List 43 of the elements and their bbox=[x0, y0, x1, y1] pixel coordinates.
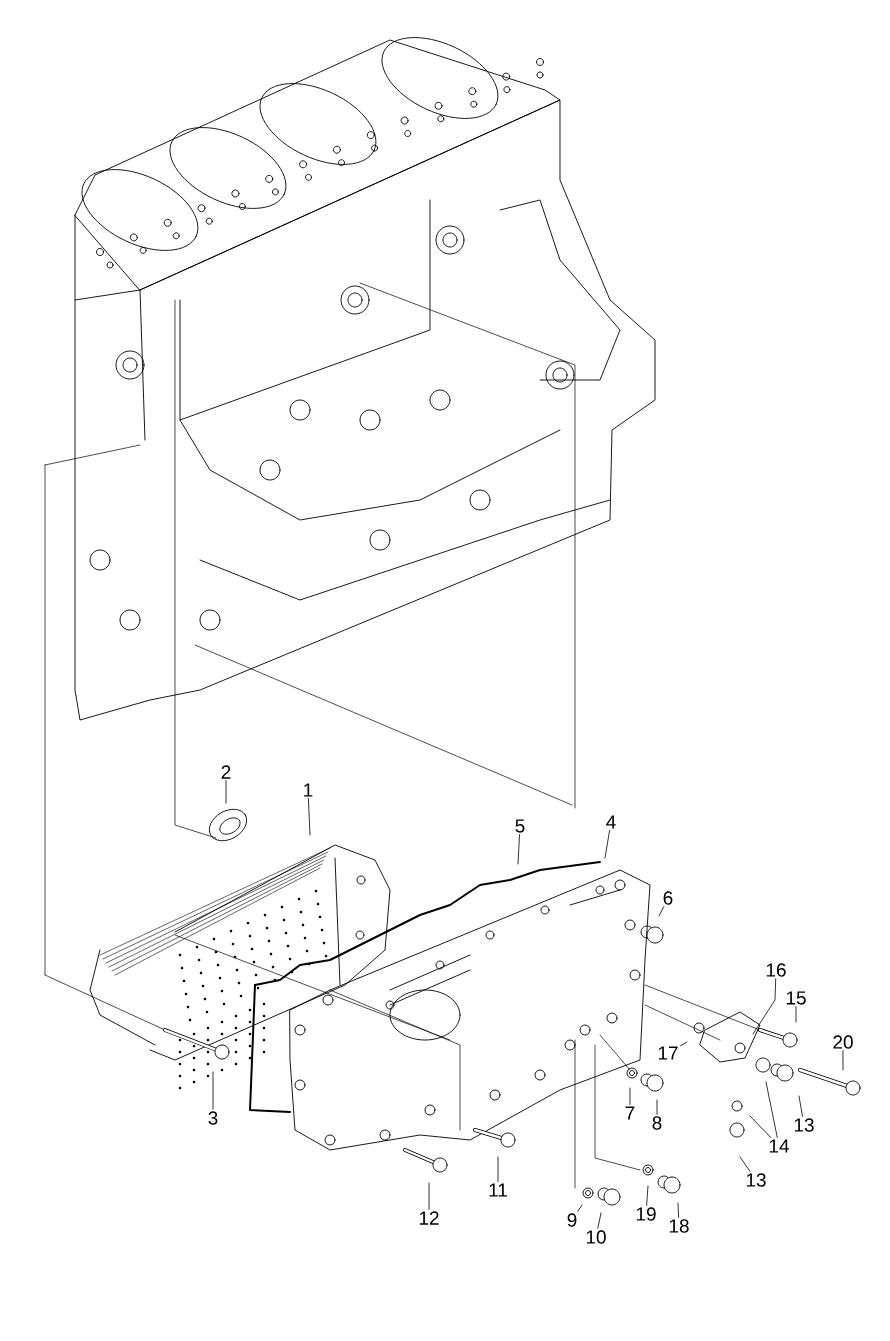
callout-number: 3 bbox=[208, 1111, 218, 1125]
leader-line bbox=[749, 1115, 772, 1138]
leader-line bbox=[795, 1006, 797, 1023]
callout-number: 17 bbox=[658, 1046, 678, 1060]
leader-line bbox=[739, 1156, 751, 1172]
leader-line bbox=[646, 1185, 649, 1206]
callout-number: 20 bbox=[833, 1035, 853, 1049]
leader-line bbox=[798, 1095, 803, 1117]
callout-number: 11 bbox=[489, 1183, 507, 1197]
callout-number: 9 bbox=[567, 1213, 577, 1227]
callout-number: 16 bbox=[766, 963, 786, 977]
callout-number: 1 bbox=[304, 783, 313, 797]
callout-number: 6 bbox=[663, 891, 673, 905]
callout-number: 14 bbox=[769, 1139, 789, 1153]
callout-number: 10 bbox=[586, 1230, 606, 1244]
callout-number: 8 bbox=[652, 1116, 662, 1130]
leader-line bbox=[497, 1156, 499, 1182]
leader-line bbox=[765, 1081, 778, 1138]
leader-line bbox=[308, 798, 311, 836]
callout-number: 18 bbox=[669, 1219, 689, 1233]
leader-line bbox=[577, 1204, 583, 1212]
leader-line bbox=[656, 1099, 658, 1115]
leader-line bbox=[604, 830, 610, 859]
leader-line bbox=[597, 1212, 602, 1229]
leader-line bbox=[752, 978, 777, 1035]
leader-line bbox=[842, 1050, 844, 1071]
leader-line bbox=[212, 1071, 214, 1110]
leader-line bbox=[680, 1041, 688, 1047]
callout-number: 2 bbox=[221, 765, 231, 779]
leader-line bbox=[517, 834, 520, 865]
leader-line bbox=[629, 1087, 631, 1105]
callout-number: 4 bbox=[606, 815, 616, 829]
leader-line bbox=[225, 780, 227, 804]
callout-number: 13 bbox=[746, 1173, 766, 1187]
callout-number: 5 bbox=[515, 819, 525, 833]
leader-line bbox=[428, 1182, 430, 1210]
callout-number: 15 bbox=[786, 991, 806, 1005]
callout-number: 19 bbox=[636, 1207, 656, 1221]
callout-number: 7 bbox=[625, 1106, 635, 1120]
callout-number: 12 bbox=[419, 1211, 439, 1225]
leader-line bbox=[658, 906, 665, 917]
leader-line bbox=[677, 1202, 679, 1218]
callout-number: 13 bbox=[794, 1118, 814, 1132]
